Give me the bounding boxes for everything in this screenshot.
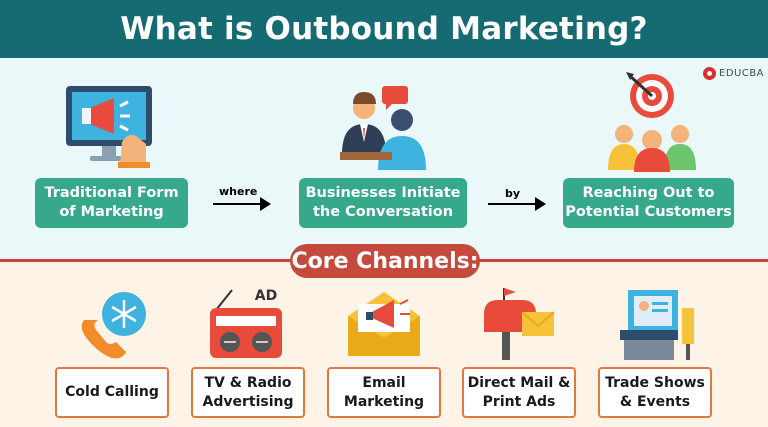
flow-box-reaching: Reaching Out to Potential Customers	[563, 178, 734, 228]
channel-label: TV & Radio Advertising	[202, 374, 294, 410]
section-title: Core Channels:	[291, 248, 479, 274]
monitor-megaphone-icon	[66, 86, 152, 168]
trade-booth-icon	[620, 290, 694, 360]
flow-label: Traditional Form of Marketing	[44, 185, 179, 220]
channel-label: Cold Calling	[65, 384, 159, 400]
channel-box-cold-calling: Cold Calling	[55, 367, 169, 418]
ad-badge: AD	[255, 288, 277, 304]
connector-where-label: where	[219, 185, 258, 198]
flow-label: Businesses Initiate the Conversation	[305, 185, 461, 220]
connector-arrow-where	[213, 197, 271, 211]
radio-ad-icon: AD	[210, 288, 282, 358]
flow-label: Reaching Out to Potential Customers	[565, 185, 732, 220]
mailbox-icon	[484, 288, 555, 360]
connector-by-label: by	[505, 187, 521, 200]
flow-box-traditional: Traditional Form of Marketing	[35, 178, 188, 228]
section-title-pill: Core Channels:	[290, 244, 480, 278]
brand-logo: EDUCBA	[703, 67, 764, 80]
brand-name: EDUCBA	[719, 68, 765, 79]
channel-box-trade-shows: Trade Shows & Events	[598, 367, 712, 418]
channel-box-direct-mail: Direct Mail & Print Ads	[462, 367, 576, 418]
channel-box-tv-radio: TV & Radio Advertising	[191, 367, 305, 418]
flow-box-businesses: Businesses Initiate the Conversation	[299, 178, 467, 228]
business-meeting-icon	[340, 86, 426, 170]
connector-arrow-by	[488, 197, 546, 211]
envelope-megaphone-icon	[348, 292, 420, 356]
page-title: What is Outbound Marketing?	[120, 11, 648, 47]
channel-label: Trade Shows & Events	[605, 374, 705, 410]
channel-box-email: Email Marketing	[327, 367, 441, 418]
channel-label: Email Marketing	[343, 374, 425, 410]
channel-label: Direct Mail & Print Ads	[467, 374, 571, 410]
phone-snowflake-icon	[81, 292, 146, 359]
target-audience-icon	[608, 72, 696, 172]
educba-logo-icon	[703, 67, 716, 80]
header-bar: What is Outbound Marketing?	[0, 0, 768, 58]
